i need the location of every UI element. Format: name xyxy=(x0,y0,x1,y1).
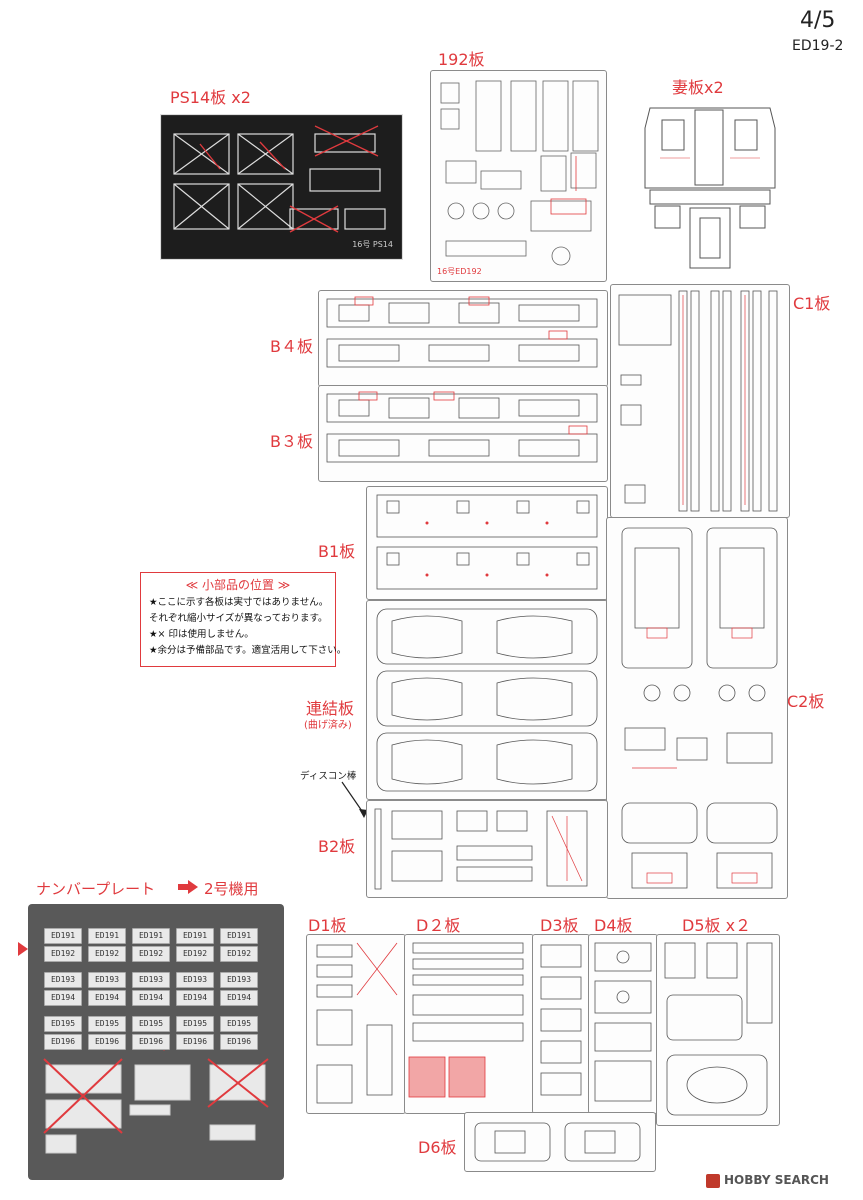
number-plate: ED192 xyxy=(44,946,82,962)
number-plate: ED195 xyxy=(220,1016,258,1032)
sheet-d2 xyxy=(404,934,534,1114)
number-plate: ED192 xyxy=(220,946,258,962)
number-plate: ED195 xyxy=(88,1016,126,1032)
callout-arrow xyxy=(341,781,368,818)
label-d5: D5板 x２ xyxy=(682,916,752,935)
sheet-c1 xyxy=(610,284,790,518)
number-plate: ED195 xyxy=(176,1016,214,1032)
b1-parts xyxy=(376,494,598,590)
label-renketsu: 連結板 xyxy=(306,699,355,718)
note-line: それぞれ縮小サイズが異なっております。 xyxy=(149,613,328,624)
number-plate: ED194 xyxy=(132,990,170,1006)
ps14-parts xyxy=(159,113,404,261)
b2-parts xyxy=(374,808,588,890)
number-plate: ED195 xyxy=(132,1016,170,1032)
sheet-192: 16号ED192 xyxy=(430,70,607,282)
number-plate: ED195 xyxy=(44,1016,82,1032)
label-d3: D3板 xyxy=(540,916,579,935)
sheet-b4 xyxy=(318,290,608,387)
small-parts-note: ≪ 小部品の位置 ≫ ★ここに示す各板は実寸ではありません。 それぞれ縮小サイズ… xyxy=(140,572,347,667)
note-line: ★× 印は使用しません。 xyxy=(149,629,254,640)
number-plate: ED192 xyxy=(176,946,214,962)
tsuma-parts xyxy=(644,107,776,269)
sheet-ps14: 16号 PS14 xyxy=(159,113,404,261)
number-plate: ED194 xyxy=(220,990,258,1006)
d5-parts xyxy=(664,942,773,1116)
label-renketsu-sub: (曲げ済み) xyxy=(304,720,352,731)
row-arrow-icon xyxy=(18,942,28,956)
number-plate: ED196 xyxy=(44,1034,82,1050)
number-plate: ED196 xyxy=(132,1034,170,1050)
label-d2: D２板 xyxy=(416,916,461,935)
renketsu-parts xyxy=(376,608,598,792)
number-plate: ED191 xyxy=(44,928,82,944)
d2-parts xyxy=(408,942,524,1098)
sheet-d4 xyxy=(588,934,658,1114)
label-192: 192板 xyxy=(438,50,485,69)
s192-parts xyxy=(440,80,599,266)
label-tsuma: 妻板x2 xyxy=(672,78,724,97)
label-b4: B４板 xyxy=(270,337,313,356)
disc-callout: ディスコン棒 xyxy=(300,771,357,782)
sheet-d3 xyxy=(532,934,590,1114)
sheet-b1 xyxy=(366,486,608,600)
label-c2: C2板 xyxy=(787,692,825,711)
arrow-icon xyxy=(178,880,198,894)
number-plate: ED196 xyxy=(176,1034,214,1050)
number-plate: ED191 xyxy=(88,928,126,944)
ps14-mark: 16号 PS14 xyxy=(352,240,393,249)
number-plate: ED193 xyxy=(176,972,214,988)
number-plate: ED193 xyxy=(88,972,126,988)
number-plate: ED192 xyxy=(132,946,170,962)
note-title: ≪ 小部品の位置 ≫ xyxy=(185,578,291,592)
number-plate: ED194 xyxy=(44,990,82,1006)
c2-parts xyxy=(621,527,778,889)
number-plate: ED191 xyxy=(176,928,214,944)
b4-parts xyxy=(326,296,598,368)
label-d1: D1板 xyxy=(308,916,347,935)
d1-parts xyxy=(316,942,398,1104)
sheet-c2 xyxy=(606,517,788,899)
s192-mark: 16号ED192 xyxy=(437,267,482,276)
sheet-tsuma xyxy=(640,98,780,273)
number-plate: ED193 xyxy=(44,972,82,988)
label-b3: B３板 xyxy=(270,432,313,451)
sheet-d5 xyxy=(656,934,780,1126)
c1-parts xyxy=(618,290,778,512)
number-plate: ED191 xyxy=(220,928,258,944)
label-unit-2: 2号機用 xyxy=(204,880,259,898)
label-c1: C1板 xyxy=(793,294,831,313)
label-ps14: PS14板 x2 xyxy=(170,88,251,107)
label-b1: B1板 xyxy=(318,542,356,561)
sheet-b2 xyxy=(366,800,608,898)
d3-parts xyxy=(540,944,582,1096)
d6-parts xyxy=(474,1122,641,1162)
sheet-d6 xyxy=(464,1112,656,1172)
note-line: ★ここに示す各板は実寸ではありません。 xyxy=(149,597,329,608)
sheet-renketsu xyxy=(366,600,608,800)
page-number: 4/5 xyxy=(800,8,836,33)
label-b2: B2板 xyxy=(318,837,356,856)
number-plate: ED193 xyxy=(132,972,170,988)
note-line: ★余分は予備部品です。適宜活用して下さい。 xyxy=(149,645,347,656)
number-plate: ED193 xyxy=(220,972,258,988)
sheet-b3 xyxy=(318,385,608,482)
number-plate: ED191 xyxy=(132,928,170,944)
b3-parts xyxy=(326,391,598,463)
label-d4: D4板 xyxy=(594,916,633,935)
plate-extra-parts xyxy=(43,1058,269,1154)
hobby-search-icon xyxy=(706,1174,720,1188)
sheet-d1 xyxy=(306,934,406,1114)
number-plate: ED192 xyxy=(88,946,126,962)
number-plate: ED196 xyxy=(88,1034,126,1050)
number-plate: ED196 xyxy=(220,1034,258,1050)
label-d6: D6板 xyxy=(418,1138,457,1157)
number-plate: ED194 xyxy=(176,990,214,1006)
model-code: ED19-2 xyxy=(792,38,844,54)
d4-parts xyxy=(594,942,652,1102)
label-number-plate: ナンバープレート xyxy=(36,880,156,898)
watermark: HOBBY SEARCH xyxy=(724,1173,829,1187)
number-plate: ED194 xyxy=(88,990,126,1006)
